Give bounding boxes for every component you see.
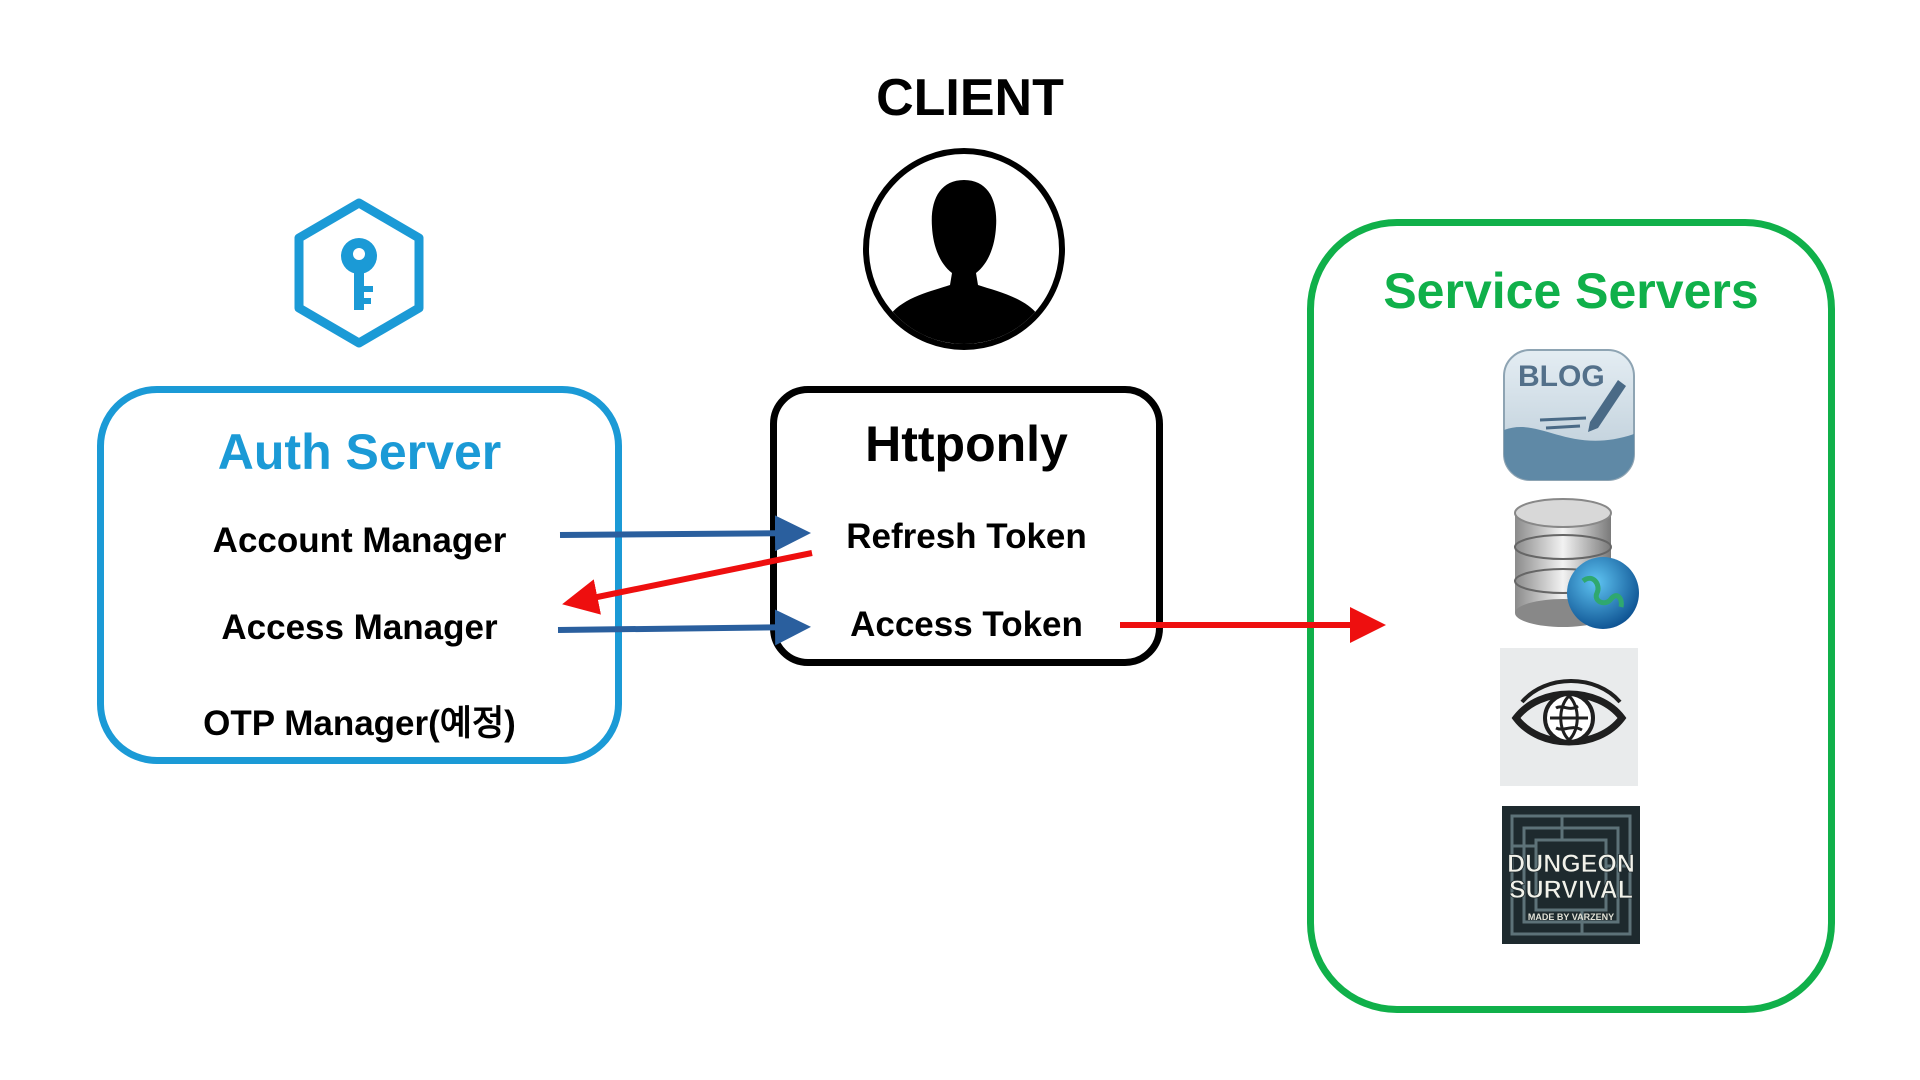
service-servers-title: Service Servers [1383,263,1759,319]
blog-icon: BLOG [1503,349,1635,481]
user-silhouette-icon [863,148,1065,350]
otp-manager-label: OTP Manager(예정) [203,704,516,743]
dungeon-logo-line1: DUNGEON [1507,850,1635,878]
access-token-label: Access Token [850,605,1083,644]
account-manager-label: Account Manager [212,521,507,560]
dungeon-logo-line2: SURVIVAL [1509,876,1633,904]
client-title: CLIENT [876,69,1064,127]
auth-server-box: Auth Server Account Manager Access Manag… [97,386,622,764]
dungeon-logo-credit: MADE BY VARZENY [1528,912,1614,922]
key-hexagon-icon [294,198,424,348]
database-globe-icon [1514,498,1639,629]
blog-text: BLOG [1518,360,1605,393]
access-manager-label: Access Manager [221,608,498,647]
refresh-token-label: Refresh Token [846,517,1087,556]
httponly-box: Httponly Refresh Token Access Token [770,386,1163,666]
auth-server-title: Auth Server [217,424,502,480]
httponly-title: Httponly [865,416,1068,472]
service-servers-box: Service Servers [1307,219,1835,1013]
dungeon-survival-logo: DUNGEON SURVIVAL MADE BY VARZENY [1502,806,1640,944]
eye-globe-icon [1500,648,1638,786]
